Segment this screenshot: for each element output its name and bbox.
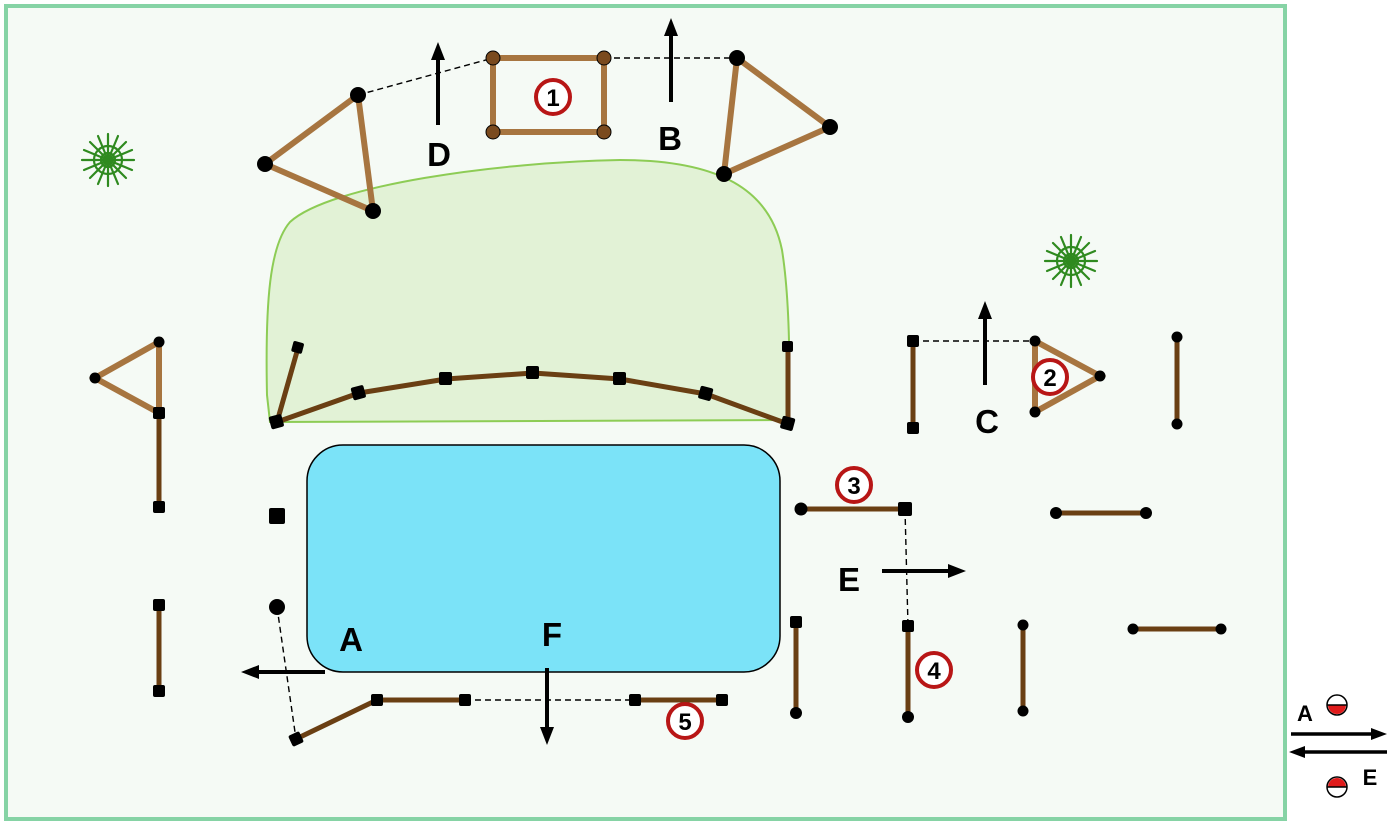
joint-dot: [1017, 619, 1029, 631]
post-marker: [439, 372, 452, 385]
joint-dot: [1017, 705, 1029, 717]
obstacle-badge-2: 2: [1031, 358, 1069, 396]
bush-icon: [80, 132, 136, 188]
joint-dot: [350, 87, 366, 103]
green-area: [265, 158, 791, 424]
direction-arrow-icon: [664, 18, 678, 102]
joint-dot: [153, 336, 165, 348]
post-marker: [153, 501, 165, 513]
joint-dot: [1029, 406, 1041, 418]
post-marker: [291, 341, 304, 354]
post-marker: [288, 731, 304, 747]
joint-dot: [596, 124, 612, 140]
bush-icon: [1043, 233, 1099, 289]
post-marker: [268, 414, 284, 430]
joint-dot: [1127, 623, 1139, 635]
post-marker: [790, 616, 802, 628]
obstacle-number: 2: [1043, 365, 1056, 392]
joint-dot: [485, 124, 501, 140]
post-marker: [153, 407, 165, 419]
joint-dot: [1215, 623, 1227, 635]
route-label-d: D: [427, 136, 451, 173]
obstacle-number: 4: [927, 658, 941, 685]
joint-dot: [365, 203, 381, 219]
post-marker: [782, 341, 793, 352]
connector-dashed: [357, 57, 494, 96]
joint-dot: [822, 119, 838, 135]
obstacle-number: 3: [847, 473, 860, 500]
square-joints: [485, 50, 612, 140]
direction-arrow-icon: [882, 564, 966, 578]
triangle-right-top: [720, 52, 836, 179]
post-marker: [350, 385, 366, 401]
triangle-left-mid: [88, 336, 162, 419]
joint-dot: [1050, 507, 1062, 519]
joint-dot: [1029, 335, 1041, 347]
direction-arrows: [241, 18, 992, 745]
route-label-e: E: [838, 561, 860, 598]
joint-dot: [902, 711, 914, 723]
joint-dot: [257, 156, 273, 172]
post-marker: [613, 372, 626, 385]
pole: [274, 345, 301, 425]
joint-dot: [485, 50, 501, 66]
route-label-f: F: [542, 616, 562, 653]
legend-letter-upper: A: [1297, 701, 1313, 726]
half-red-ball-icon: [1326, 776, 1348, 798]
route-label-a: A: [339, 621, 363, 658]
direction-arrow-icon: [1289, 746, 1387, 758]
half-red-ball-icon: [1326, 694, 1348, 716]
post-marker: [629, 694, 641, 706]
direction-arrow-icon: [540, 668, 554, 745]
joint-dot: [1171, 331, 1183, 343]
post-marker: [780, 415, 796, 431]
joint-dot: [729, 50, 745, 66]
joint-dot: [794, 502, 808, 516]
joint-dot: [596, 50, 612, 66]
post-markers: [153, 335, 919, 747]
post-marker: [716, 694, 728, 706]
route-label-c: C: [975, 403, 999, 440]
post-marker: [459, 694, 471, 706]
direction-arrow-icon: [978, 301, 992, 385]
direction-arrow-icon: [241, 665, 325, 679]
post-marker: [907, 422, 919, 434]
water-hazard: [306, 444, 781, 673]
post-marker: [698, 385, 714, 401]
joint-dots: [89, 50, 1227, 723]
joint-dot: [1171, 418, 1183, 430]
post-marker: [526, 366, 539, 379]
post-marker: [269, 508, 285, 524]
obstacle-badge-5: 5: [666, 702, 704, 740]
direction-arrow-icon: [1291, 728, 1387, 740]
post-marker: [907, 335, 919, 347]
obstacle-number: 5: [678, 709, 691, 736]
joint-dot: [716, 166, 732, 182]
joint-dot: [1140, 507, 1152, 519]
obstacle-number: 1: [546, 85, 559, 112]
obstacle-badge-4: 4: [915, 651, 953, 689]
joint-dot: [1094, 370, 1106, 382]
obstacle-badge-1: 1: [534, 78, 572, 116]
direction-legend: A E: [1289, 694, 1387, 798]
legend-letter-lower: E: [1363, 765, 1378, 790]
direction-arrow-icon: [431, 42, 445, 125]
route-label-b: B: [658, 120, 682, 157]
joint-dot: [89, 372, 101, 384]
post-marker: [898, 502, 912, 516]
post-marker: [902, 620, 914, 632]
dashed-connectors: [276, 57, 1035, 740]
triangle-left-top: [259, 89, 377, 216]
connector-dashed: [276, 606, 297, 740]
joint-dot: [790, 707, 802, 719]
post-marker: [371, 694, 383, 706]
obstacle-badge-3: 3: [835, 466, 873, 504]
joint-dot: [269, 599, 285, 615]
post-marker: [153, 599, 165, 611]
post-marker: [153, 685, 165, 697]
